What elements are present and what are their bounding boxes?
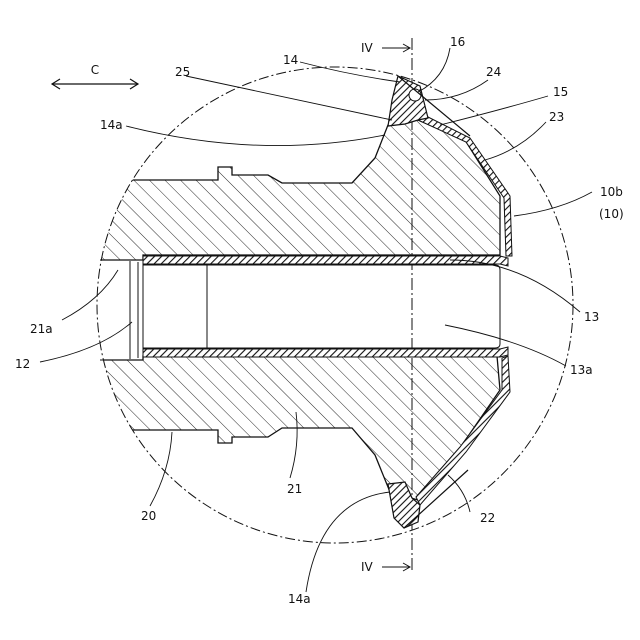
leader-10b bbox=[514, 192, 592, 216]
leader-22 bbox=[448, 475, 470, 512]
label-10b: 10b bbox=[600, 185, 623, 199]
label-20: 20 bbox=[141, 509, 156, 523]
label-22: 22 bbox=[480, 511, 495, 525]
leader-14a-top bbox=[126, 126, 385, 146]
section-mark-bottom-label: IV bbox=[361, 560, 374, 574]
label-10: (10) bbox=[599, 207, 624, 221]
label-14-top: 14 bbox=[283, 53, 298, 67]
label-21: 21 bbox=[287, 482, 302, 496]
reference-labels: 16 14 25 24 15 14a 23 10b (10) 21a 13 12… bbox=[15, 35, 624, 606]
leader-16 bbox=[418, 48, 450, 92]
label-14a-bottom: 14a bbox=[288, 592, 311, 606]
label-24: 24 bbox=[486, 65, 501, 79]
label-16: 16 bbox=[450, 35, 465, 49]
direction-marker: C bbox=[52, 63, 138, 89]
leader-23 bbox=[485, 122, 546, 160]
label-13: 13 bbox=[584, 310, 599, 324]
detail-circle bbox=[97, 67, 573, 543]
leader-13 bbox=[450, 260, 580, 312]
section-mark-top-label: IV bbox=[361, 41, 374, 55]
section-mark-top: IV bbox=[361, 41, 410, 55]
shaft-body-upper bbox=[60, 120, 500, 260]
direction-label: C bbox=[91, 63, 99, 77]
label-21a: 21a bbox=[30, 322, 53, 336]
label-12: 12 bbox=[15, 357, 30, 371]
leader-24 bbox=[425, 80, 488, 100]
label-23: 23 bbox=[549, 110, 564, 124]
leader-14a-bottom bbox=[306, 492, 390, 592]
leader-20 bbox=[150, 432, 172, 506]
label-25: 25 bbox=[175, 65, 190, 79]
leader-21a bbox=[62, 270, 118, 320]
label-13a: 13a bbox=[570, 363, 593, 377]
inner-bore-outline bbox=[143, 265, 500, 348]
label-15: 15 bbox=[553, 85, 568, 99]
leader-12 bbox=[40, 322, 132, 362]
leader-lines bbox=[40, 48, 592, 592]
label-14a-top: 14a bbox=[100, 118, 123, 132]
section-mark-bottom: IV bbox=[361, 560, 410, 574]
